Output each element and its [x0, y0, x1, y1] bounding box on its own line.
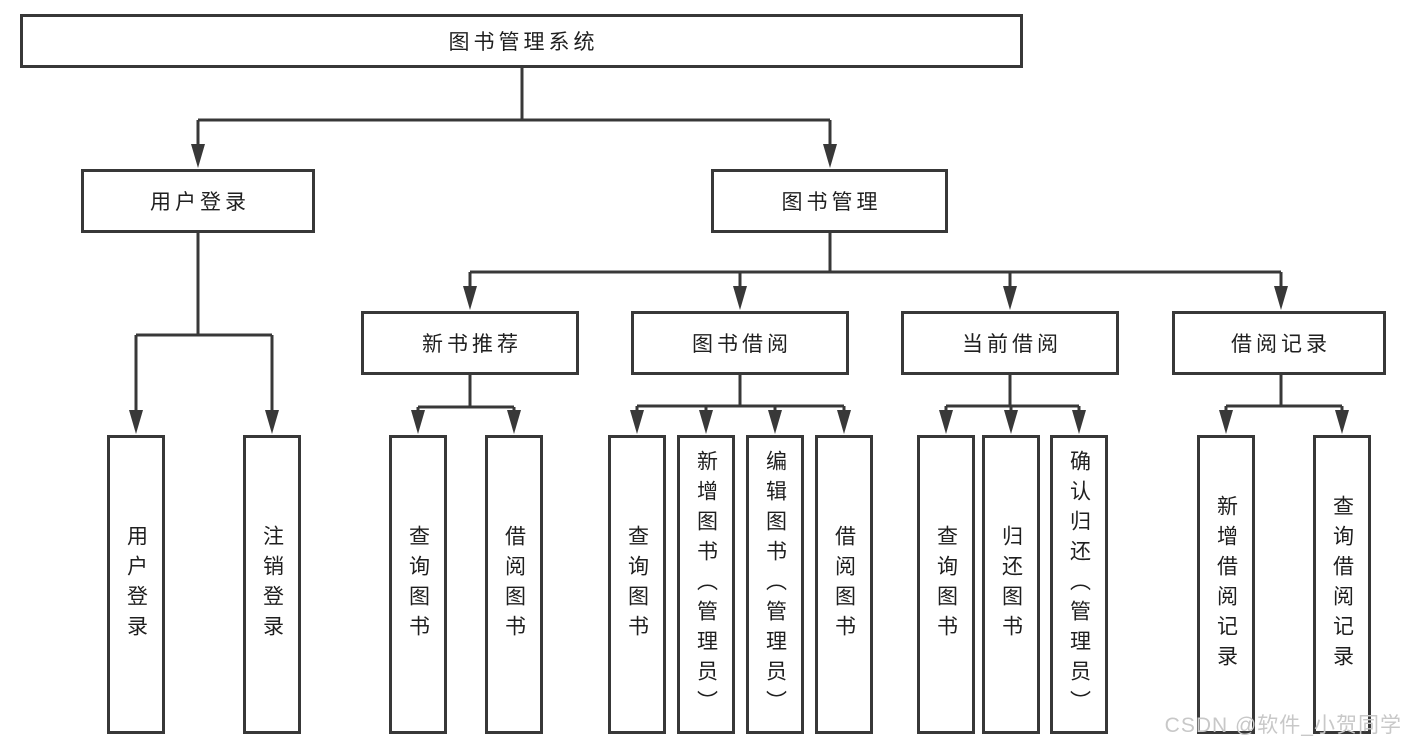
node-label: 编辑图书（管理员） — [763, 449, 787, 720]
node-user-login: 用户登录 — [81, 169, 315, 233]
node-label: 查询图书 — [625, 524, 649, 645]
leaf-edit-books-admin: 编辑图书（管理员） — [746, 435, 804, 734]
connector-arrows — [129, 120, 1349, 434]
node-label: 借阅图书 — [832, 524, 856, 645]
node-label: 注销登录 — [260, 524, 284, 645]
node-borrowing-records: 借阅记录 — [1172, 311, 1386, 375]
node-label: 新增图书（管理员） — [694, 449, 718, 720]
leaf-return-books: 归还图书 — [982, 435, 1040, 734]
node-label: 当前借阅 — [962, 333, 1062, 356]
node-label: 确认归还（管理员） — [1067, 449, 1091, 720]
node-current-borrowing: 当前借阅 — [901, 311, 1119, 375]
csdn-watermark: CSDN @软件_小贺同学 — [1164, 714, 1402, 737]
leaf-query-books-newbooks: 查询图书 — [389, 435, 447, 734]
leaf-user-login: 用户登录 — [107, 435, 165, 734]
leaf-borrow-books: 借阅图书 — [815, 435, 873, 734]
leaf-query-books-borrow: 查询图书 — [608, 435, 666, 734]
leaf-logout: 注销登录 — [243, 435, 301, 734]
leaf-add-books-admin: 新增图书（管理员） — [677, 435, 735, 734]
node-label: 借阅图书 — [502, 524, 526, 645]
leaf-confirm-return-admin: 确认归还（管理员） — [1050, 435, 1108, 734]
node-label: 新书推荐 — [422, 333, 522, 356]
node-label: 图书借阅 — [692, 333, 792, 356]
node-label: 查询图书 — [934, 524, 958, 645]
connector-trunks — [136, 68, 1342, 409]
node-label: 新增借阅记录 — [1214, 494, 1238, 675]
node-label: 归还图书 — [999, 524, 1023, 645]
node-label: 图书管理 — [781, 191, 882, 214]
node-new-book-recommendation: 新书推荐 — [361, 311, 579, 375]
leaf-add-borrow-record: 新增借阅记录 — [1197, 435, 1255, 734]
node-library-management-system: 图书管理系统 — [20, 14, 1023, 68]
node-label: 图书管理系统 — [448, 31, 599, 54]
node-label: 查询图书 — [406, 524, 430, 645]
node-label: 借阅记录 — [1231, 333, 1331, 356]
leaf-query-borrow-record: 查询借阅记录 — [1313, 435, 1371, 734]
leaf-borrow-books-newbooks: 借阅图书 — [485, 435, 543, 734]
node-label: 查询借阅记录 — [1330, 494, 1354, 675]
node-book-management: 图书管理 — [711, 169, 948, 233]
leaf-query-books-current: 查询图书 — [917, 435, 975, 734]
node-label: 用户登录 — [124, 524, 148, 645]
node-book-borrowing: 图书借阅 — [631, 311, 849, 375]
node-label: 用户登录 — [150, 191, 250, 214]
